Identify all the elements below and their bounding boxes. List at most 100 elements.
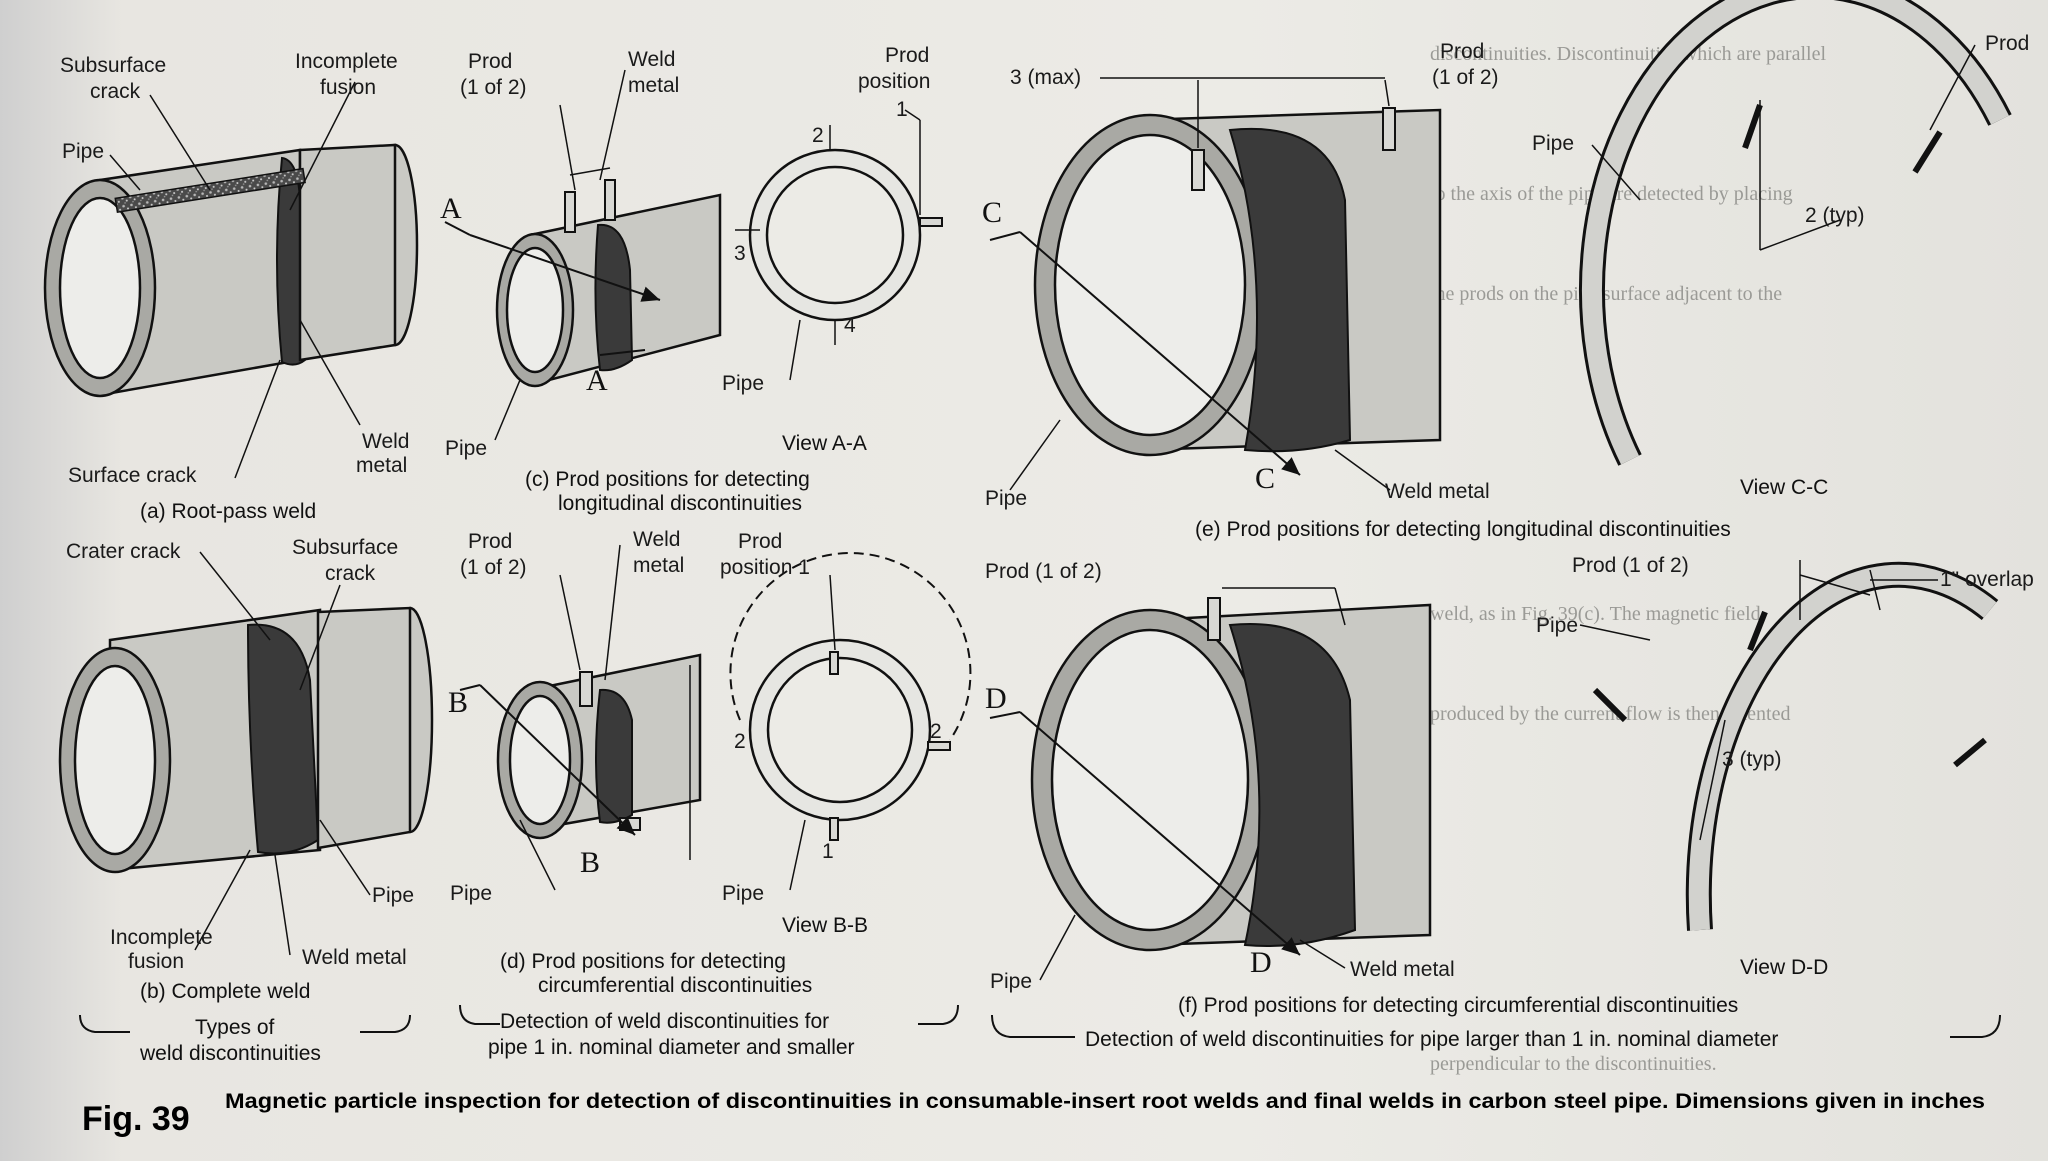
label-prod-d: Prod <box>468 530 512 553</box>
prod-d-1 <box>579 671 593 707</box>
label-pipe-view-a: Pipe <box>722 372 764 395</box>
label-pipe-e: Pipe <box>985 487 1027 510</box>
svg-text:crack: crack <box>325 562 376 585</box>
label-pipe-f: Pipe <box>990 970 1032 993</box>
prod-e-2 <box>1382 107 1396 151</box>
pos-b-2-left: 2 <box>734 730 746 753</box>
svg-text:longitudinal discontinuities: longitudinal discontinuities <box>558 492 802 515</box>
section-mark-a-top: A <box>440 192 462 225</box>
label-pipe-view-d: Pipe <box>1536 614 1578 637</box>
pos-b-1: 1 <box>822 840 834 863</box>
label-prod-f: Prod (1 of 2) <box>985 560 1102 583</box>
prod-d-view-2 <box>1592 687 1628 723</box>
label-prod-c: Prod <box>468 50 512 73</box>
svg-text:circumferential discontinuitie: circumferential discontinuities <box>538 974 812 997</box>
section-mark-a-bottom: A <box>586 364 608 397</box>
prod-path-b <box>729 552 972 741</box>
prod-d-view-3 <box>1953 737 1987 768</box>
panel-e: 3 (max) Prod (1 of 2) C C Pipe Weld meta… <box>982 40 1731 541</box>
caption-e: (e) Prod positions for detecting longitu… <box>1195 518 1731 541</box>
final-weld-b <box>246 623 320 855</box>
weld-c <box>594 223 634 372</box>
svg-text:fusion: fusion <box>320 76 376 99</box>
section-mark-b-bottom: B <box>580 846 600 879</box>
weld-f <box>1228 623 1357 947</box>
label-incomplete-fusion-b: Incomplete <box>110 926 213 949</box>
title-view-c-c: View C-C <box>1740 476 1828 499</box>
group-caption-small-pipe: Detection of weld discontinuities for <box>500 1010 829 1033</box>
label-pipe-b: Pipe <box>372 884 414 907</box>
figure-caption-text: Magnetic particle inspection for detecti… <box>225 1090 1985 1113</box>
prod-c-1 <box>564 191 576 233</box>
pipe-b-right <box>316 606 412 850</box>
svg-text:weld, as in Fig. 39(c). The ma: weld, as in Fig. 39(c). The magnetic fie… <box>1430 603 1761 625</box>
pos-4: 4 <box>844 314 856 337</box>
panel-c: Prod (1 of 2) Weld metal A A Pipe (c) Pr… <box>440 48 810 515</box>
title-view-a-a: View A-A <box>782 432 867 455</box>
svg-text:metal: metal <box>633 554 684 577</box>
section-mark-c-bottom: C <box>1255 462 1275 495</box>
pipe-a-bore <box>58 196 142 380</box>
title-view-b-b: View B-B <box>782 914 868 937</box>
label-prod-position-b: Prod <box>738 530 782 553</box>
pipe-e-bore <box>1053 133 1247 437</box>
label-prod-view-d: Prod (1 of 2) <box>1572 554 1689 577</box>
prod-c-2 <box>604 179 616 221</box>
label-prod-position-a: Prod <box>885 44 929 67</box>
label-incomplete-fusion: Incomplete <box>295 50 398 73</box>
svg-text:(1 of 2): (1 of 2) <box>1432 66 1499 89</box>
weld-e <box>1228 127 1352 453</box>
prod-e-1 <box>1191 149 1205 191</box>
panel-a-root-pass-weld: Subsurface crack Incomplete fusion Pipe … <box>43 50 419 523</box>
prod-f-1 <box>1207 597 1221 641</box>
label-subsurface-crack-b: Subsurface <box>292 536 398 559</box>
svg-text:position: position <box>858 70 930 93</box>
panel-b-complete-weld: Crater crack Subsurface crack Pipe Incom… <box>58 536 434 1065</box>
dim-3-max: 3 (max) <box>1010 66 1081 89</box>
label-surface-crack: Surface crack <box>68 464 197 487</box>
group-small-pipe: Detection of weld discontinuities for pi… <box>459 1004 959 1059</box>
dim-2-typ: 2 (typ) <box>1805 204 1865 227</box>
figure-caption: Fig. 39 Magnetic particle inspection for… <box>82 1090 1985 1138</box>
caption-b: (b) Complete weld <box>140 980 310 1003</box>
section-mark-c-top: C <box>982 196 1002 229</box>
pipe-b-bore <box>73 664 157 856</box>
label-pipe-c: Pipe <box>445 437 487 460</box>
svg-text:the prods on the pipe surface: the prods on the pipe surface adjacent t… <box>1430 283 1782 305</box>
label-weld-metal-f: Weld metal <box>1350 958 1455 981</box>
pos-3: 3 <box>734 242 746 265</box>
label-prod-view-c: Prod <box>1985 32 2029 55</box>
label-pipe-view-c: Pipe <box>1532 132 1574 155</box>
ring-b-inner <box>766 656 914 804</box>
section-mark-d-top: D <box>985 682 1007 715</box>
view-d-d: Prod (1 of 2) 1" overlap Pipe 3 (typ) Vi… <box>1536 554 2034 979</box>
svg-text:weld discontinuities: weld discontinuities <box>139 1042 321 1065</box>
ring-a-inner <box>765 165 905 305</box>
svg-text:metal: metal <box>356 454 407 477</box>
label-weld-metal-d: Weld <box>633 528 680 551</box>
caption-f: (f) Prod positions for detecting circumf… <box>1178 994 1738 1017</box>
svg-text:position 1: position 1 <box>720 556 810 579</box>
section-mark-d-bottom: D <box>1250 946 1272 979</box>
prod-c-view-2 <box>1912 130 1943 174</box>
caption-a: (a) Root-pass weld <box>140 500 316 523</box>
label-pipe-d: Pipe <box>450 882 492 905</box>
weld-d <box>595 688 633 824</box>
dim-overlap: 1" overlap <box>1940 568 2034 591</box>
pipe-f-bore <box>1050 628 1250 932</box>
pipe-a-right <box>298 143 397 362</box>
svg-text:perpendicular to the discontin: perpendicular to the discontinuities. <box>1430 1053 1717 1075</box>
pos-b-2-right: 2 <box>930 720 942 743</box>
svg-text:(1 of 2): (1 of 2) <box>460 76 527 99</box>
pos-2: 2 <box>812 124 824 147</box>
pos-1: 1 <box>896 98 908 121</box>
view-b-b: Prod position 1 1 2 2 Pipe View B-B <box>720 530 972 937</box>
svg-text:produced by the current flow i: produced by the current flow is then ori… <box>1430 703 1790 725</box>
view-c-c: Prod Pipe 2 (typ) View C-C <box>1532 0 2029 499</box>
label-prod-e: Prod <box>1440 40 1484 63</box>
svg-text:(1 of 2): (1 of 2) <box>460 556 527 579</box>
panel-f: Prod (1 of 2) D D Pipe Weld metal (f) Pr… <box>985 560 1738 1017</box>
title-view-d-d: View D-D <box>1740 956 1828 979</box>
svg-text:metal: metal <box>628 74 679 97</box>
